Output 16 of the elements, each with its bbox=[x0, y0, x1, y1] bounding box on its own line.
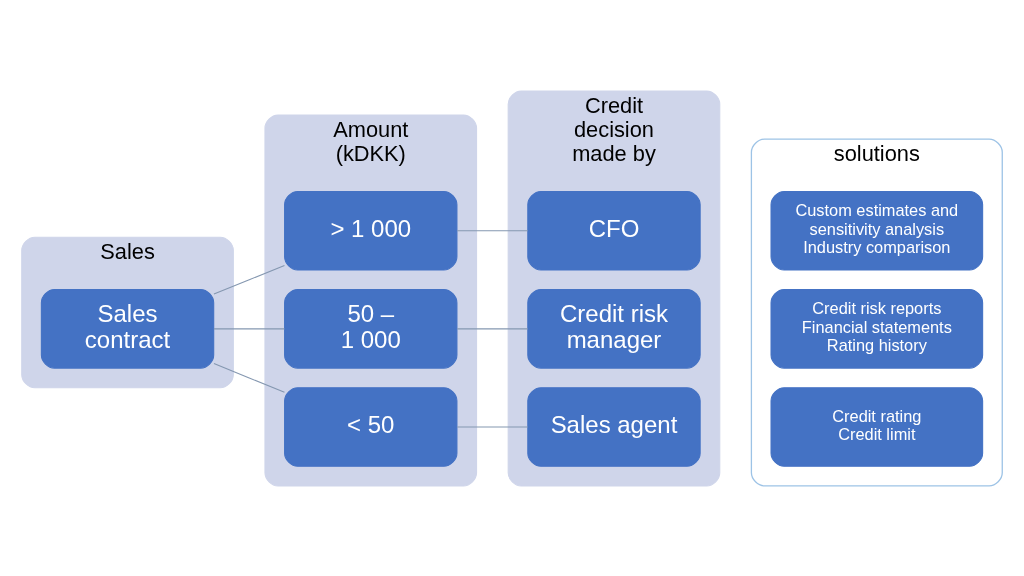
node-box: 50 – 1 000 bbox=[284, 288, 458, 369]
node-box: Custom estimates and sensitivity analysis Industry comparison bbox=[770, 190, 984, 270]
connector bbox=[456, 229, 529, 231]
node-box: Credit risk manager bbox=[527, 288, 701, 369]
node-box: < 50 bbox=[284, 386, 458, 467]
connector bbox=[213, 264, 285, 295]
node-box: Sales contract bbox=[40, 288, 215, 369]
connector bbox=[456, 327, 529, 329]
node-box: > 1 000 bbox=[284, 190, 458, 270]
connector bbox=[456, 425, 529, 428]
node-box: CFO bbox=[527, 190, 701, 270]
node-box: Credit risk reports Financial statements Rating history bbox=[770, 288, 984, 369]
node-box: Sales agent bbox=[527, 386, 701, 467]
connector bbox=[213, 362, 285, 393]
node-box: Credit rating Credit limit bbox=[770, 386, 984, 467]
connector bbox=[213, 327, 285, 329]
